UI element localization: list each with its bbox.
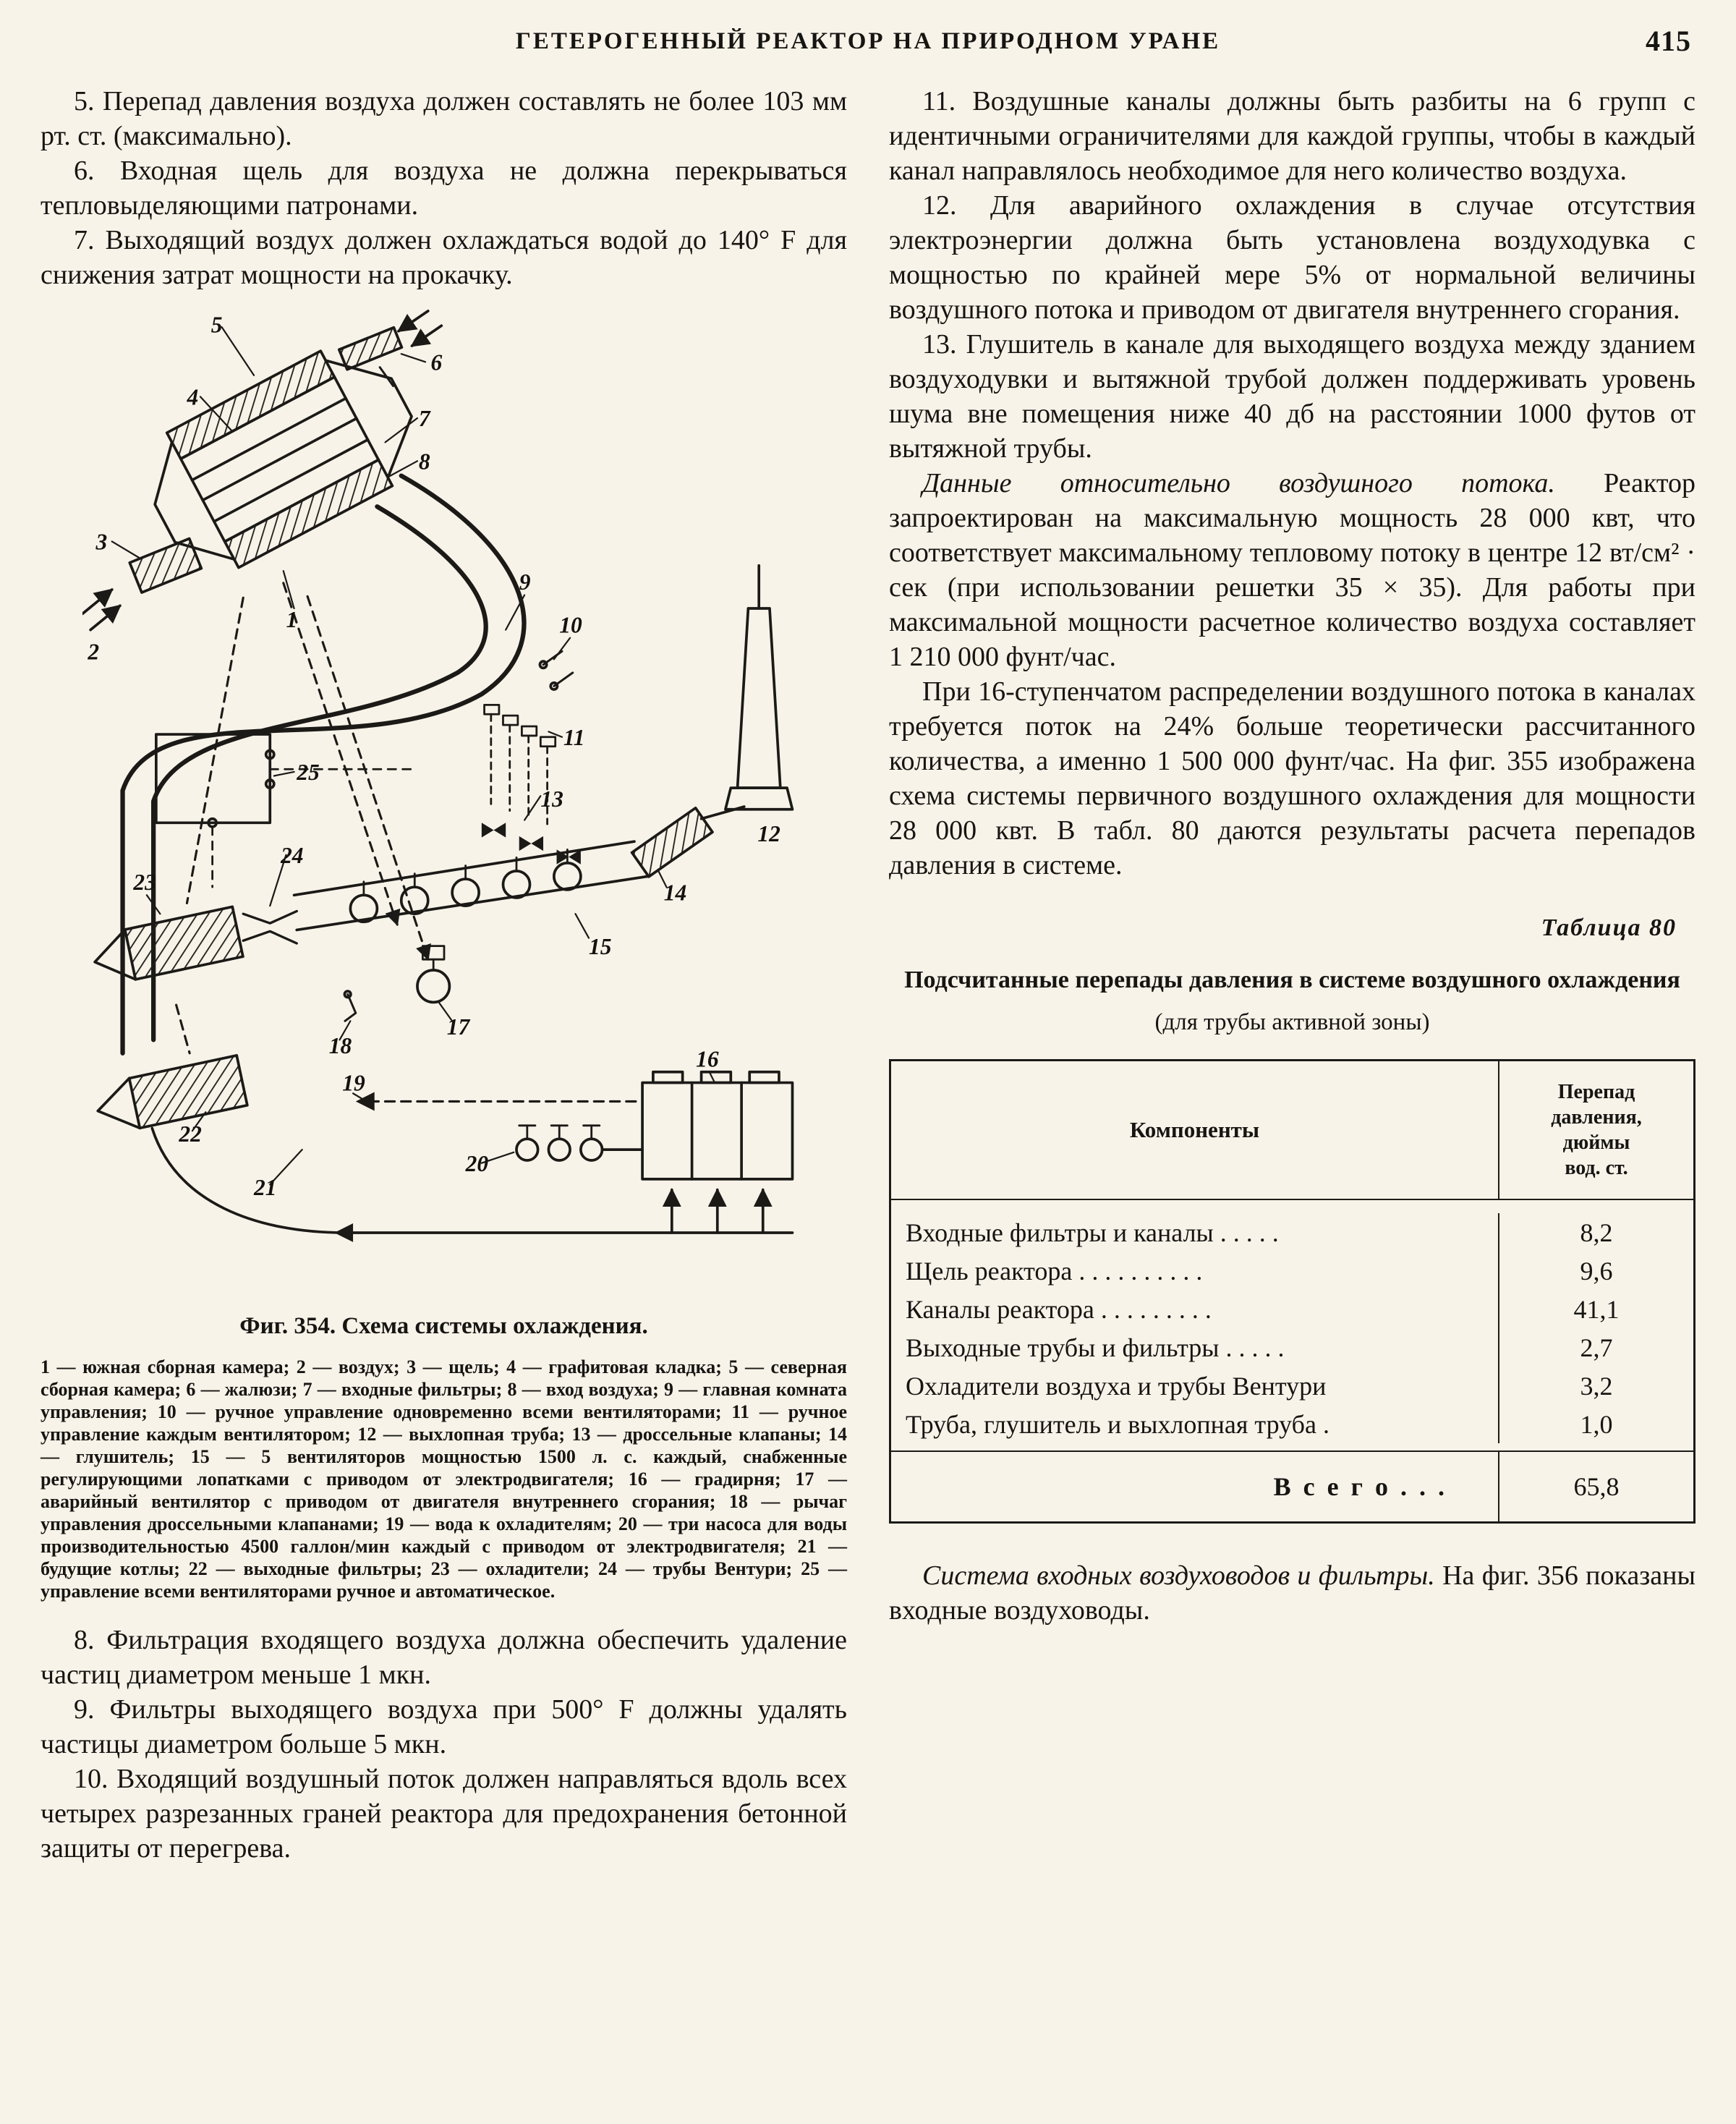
louver — [337, 326, 403, 371]
exhaust-stack — [723, 564, 793, 811]
component-value: 1,0 — [1498, 1405, 1693, 1443]
section-heading: Система входных воздуховодов и фильтры. — [922, 1560, 1435, 1591]
label-17: 17 — [446, 1014, 470, 1040]
page-header-title: ГЕТЕРОГЕННЫЙ РЕАКТОР НА ПРИРОДНОМ УРАНЕ — [515, 28, 1221, 54]
figure-legend: 1 — южная сборная камера; 2 — воздух; 3 … — [41, 1356, 847, 1602]
label-21: 21 — [253, 1175, 276, 1200]
label-24: 24 — [280, 843, 303, 868]
label-18: 18 — [328, 1033, 352, 1058]
inlet-slab — [127, 537, 203, 594]
component-name: Входные фильтры и каналы . . . . . — [906, 1218, 1279, 1247]
pressure-header: Перепад давления, дюймы вод. ст. — [1498, 1061, 1693, 1199]
component-name: Охладители воздуха и трубы Вентури — [906, 1371, 1327, 1401]
table-row: Входные фильтры и каналы . . . . . 8,2 — [891, 1213, 1693, 1252]
total-value: 65,8 — [1498, 1452, 1693, 1521]
label-23: 23 — [132, 870, 156, 895]
airflow-heading: Данные относительно воздушного потока. — [922, 468, 1555, 498]
paragraph-13: 13. Глушитель в канале для выходящего во… — [889, 329, 1695, 464]
paragraph-7: 7. Выходящий воздух должен охлаждаться в… — [41, 225, 847, 290]
label-25: 25 — [296, 760, 319, 785]
table-row: Щель реактора . . . . . . . . . . 9,6 — [891, 1252, 1693, 1290]
label-20: 20 — [464, 1151, 488, 1176]
component-name: Щель реактора . . . . . . . . . . — [906, 1256, 1203, 1286]
table-total-row: В с е г о . . . 65,8 — [891, 1450, 1693, 1521]
paragraph-9: 9. Фильтры выходящего воздуха при 500° F… — [41, 1694, 847, 1759]
air-coolers — [93, 905, 244, 981]
emergency-fan — [415, 969, 451, 1004]
figure-caption: Фиг. 354. Схема системы охлаждения. — [239, 1313, 648, 1339]
exit-filters — [95, 1054, 249, 1130]
paragraph-16step: При 16-ступенчатом распределении воздушн… — [889, 676, 1695, 880]
final-text: На фиг. 356 показаны входные воздуховоды… — [889, 1560, 1695, 1626]
table-row: Охладители воздуха и трубы Вентури 3,2 — [891, 1367, 1693, 1405]
paragraph-6: 6. Входная щель для воздуха не должна пе… — [41, 156, 847, 221]
page-number: 415 — [1646, 25, 1691, 57]
paragraph-11: 11. Воздушные каналы должны быть разбиты… — [889, 86, 1695, 186]
cooling-tower — [640, 1070, 793, 1234]
total-label: В с е г о . . . — [1273, 1472, 1447, 1501]
table-title: Подсчитанные перепады давления в системе… — [904, 967, 1680, 993]
label-5: 5 — [210, 313, 222, 338]
figure-354: 1 2 3 4 5 6 7 8 9 10 11 12 13 — [41, 308, 847, 1602]
paragraph-5: 5. Перепад давления воздуха должен соста… — [41, 86, 847, 151]
water-pumps — [514, 1124, 644, 1162]
label-15: 15 — [589, 934, 611, 959]
diagram-container: 1 2 3 4 5 6 7 8 9 10 11 12 13 — [41, 308, 847, 1310]
label-22: 22 — [178, 1121, 202, 1147]
component-value: 9,6 — [1498, 1252, 1693, 1290]
paragraph-8: 8. Фильтрация входящего воздуха должна о… — [41, 1625, 847, 1690]
reactor-block — [153, 349, 413, 569]
table-body: Входные фильтры и каналы . . . . . 8,2 Щ… — [891, 1200, 1693, 1450]
silencer — [630, 807, 714, 878]
label-9: 9 — [519, 569, 530, 595]
running-head: ГЕТЕРОГЕННЫЙ РЕАКТОР НА ПРИРОДНОМ УРАНЕ … — [41, 25, 1695, 67]
label-3: 3 — [95, 530, 107, 555]
label-11: 11 — [563, 725, 584, 750]
label-19: 19 — [342, 1071, 365, 1096]
component-name: Каналы реактора . . . . . . . . . — [906, 1294, 1212, 1324]
two-column-layout: 5. Перепад давления воздуха должен соста… — [41, 84, 1695, 1866]
label-16: 16 — [696, 1046, 719, 1071]
paragraph-10: 10. Входящий воздушный поток должен напр… — [41, 1764, 847, 1864]
component-value: 3,2 — [1498, 1367, 1693, 1405]
label-12: 12 — [757, 821, 780, 846]
hand-control-manifold — [482, 703, 556, 825]
component-name: Труба, глушитель и выхлопная труба . — [906, 1409, 1329, 1439]
table-row: Каналы реактора . . . . . . . . . 41,1 — [891, 1290, 1693, 1328]
throttle-valves — [481, 823, 581, 865]
cooling-system-diagram: 1 2 3 4 5 6 7 8 9 10 11 12 13 — [80, 310, 793, 1242]
final-paragraph: Система входных воздуховодов и фильтры. … — [889, 1558, 1695, 1628]
label-1: 1 — [286, 607, 297, 632]
label-6: 6 — [430, 349, 442, 375]
components-header: Компоненты — [1129, 1117, 1260, 1142]
table-subtitle: (для трубы активной зоны) — [1154, 1009, 1430, 1035]
table-tag: Таблица 80 — [1541, 914, 1677, 941]
airflow-text: Реактор запроектирован на максимальную м… — [889, 468, 1696, 672]
label-13: 13 — [540, 786, 563, 812]
label-7: 7 — [418, 406, 430, 431]
fans — [349, 848, 582, 924]
airflow-paragraph: Данные относительно воздушного потока. Р… — [889, 466, 1695, 674]
table-row: Труба, глушитель и выхлопная труба . 1,0 — [891, 1405, 1693, 1443]
component-value: 41,1 — [1498, 1290, 1693, 1328]
label-14: 14 — [663, 880, 686, 906]
component-name: Выходные трубы и фильтры . . . . . — [906, 1333, 1285, 1362]
table-header-row: Компоненты Перепад давления, дюймы вод. … — [891, 1061, 1693, 1200]
label-4: 4 — [186, 385, 198, 410]
right-column: 11. Воздушные каналы должны быть разбиты… — [889, 84, 1695, 1866]
component-value: 8,2 — [1498, 1213, 1693, 1252]
pressure-drop-table: Компоненты Перепад давления, дюймы вод. … — [889, 1059, 1695, 1524]
label-2: 2 — [87, 639, 99, 664]
table-row: Выходные трубы и фильтры . . . . . 2,7 — [891, 1328, 1693, 1367]
component-value: 2,7 — [1498, 1328, 1693, 1367]
label-8: 8 — [418, 449, 430, 474]
label-10: 10 — [559, 612, 582, 637]
paragraph-12: 12. Для аварийного охлаждения в случае о… — [889, 190, 1695, 325]
left-column: 5. Перепад давления воздуха должен соста… — [41, 84, 847, 1866]
